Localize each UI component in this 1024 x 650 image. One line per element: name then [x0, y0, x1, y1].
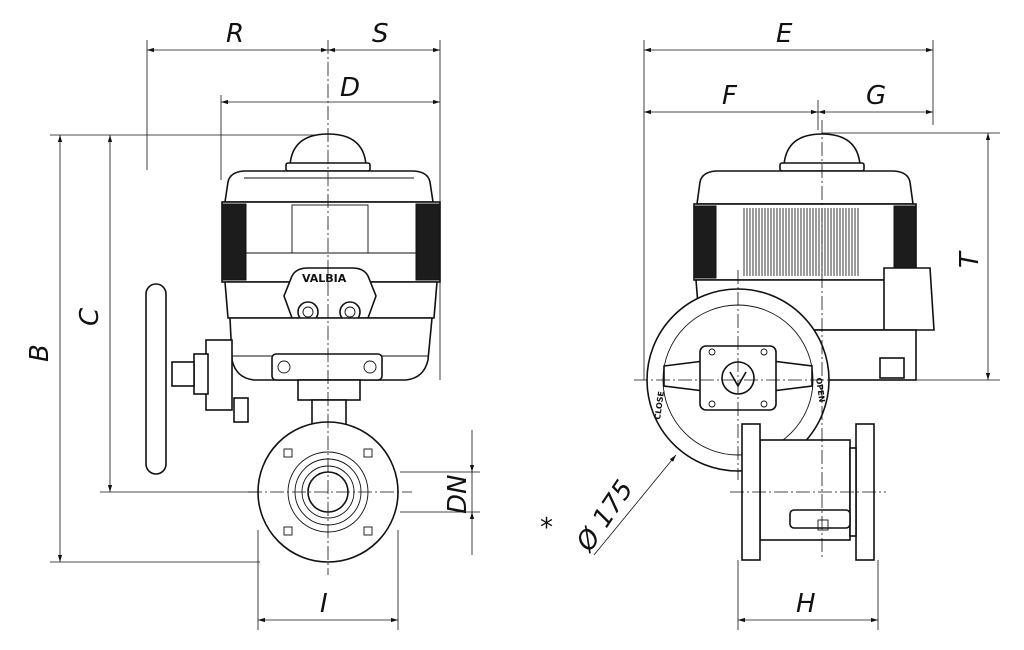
dim-s-label: S	[372, 19, 389, 49]
close-label: CLOSE	[653, 391, 666, 421]
side-view: R S D B C DN I VALBIA	[25, 19, 480, 630]
cooling-fins	[743, 208, 859, 276]
dim-f-label: F	[722, 81, 738, 111]
dim-g-label: G	[866, 81, 886, 111]
dim-t-label: T	[955, 250, 985, 268]
brand-label: VALBIA	[302, 272, 347, 285]
open-label: OPEN	[814, 377, 826, 403]
handwheel-diameter-label: Ø 175	[570, 475, 639, 558]
front-view: E F G T H * Ø 175 CLOSE OPEN	[540, 19, 1000, 630]
dim-h-label: H	[796, 589, 816, 619]
dim-c-label: C	[75, 307, 105, 326]
dim-r-label: R	[226, 19, 244, 49]
dim-i-label: I	[320, 589, 328, 619]
handwheel-asterisk: *	[540, 513, 553, 543]
dim-b-label: B	[25, 344, 55, 362]
dim-d-label: D	[340, 73, 360, 103]
dim-dn-label: DN	[443, 475, 473, 514]
dim-e-label: E	[776, 19, 793, 49]
